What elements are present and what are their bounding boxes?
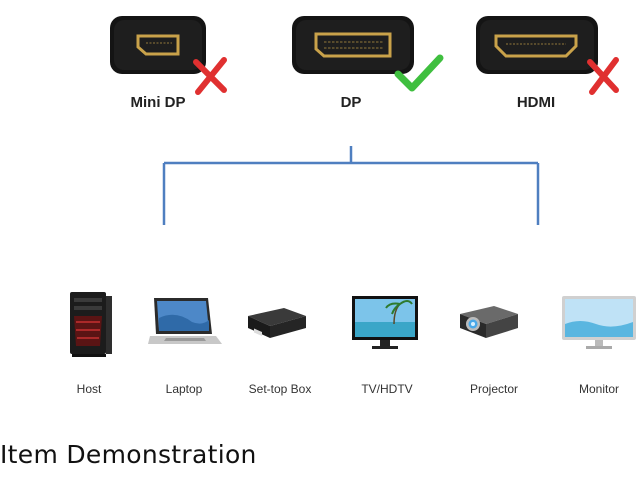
set-top-box-icon [248, 308, 306, 338]
green-check-icon [394, 54, 444, 92]
device-label-monitor: Monitor [578, 382, 619, 396]
page-caption: Item Demonstration [0, 440, 257, 469]
connector-label-dp: DP [340, 94, 362, 111]
device-label-set-top-box: Set-top Box [248, 382, 312, 396]
connector-hdmi [476, 16, 619, 95]
laptop-icon [148, 298, 222, 344]
connection-tree [162, 146, 540, 225]
connector-label-hdmi: HDMI [516, 94, 556, 111]
device-label-tv-hdtv: TV/HDTV [361, 382, 413, 396]
device-label-host: Host [76, 382, 102, 396]
device-label-projector: Projector [469, 382, 519, 396]
connector-dp [292, 16, 444, 92]
tv-icon [352, 296, 418, 349]
connector-mini-dp [110, 16, 227, 95]
red-x-icon [587, 57, 619, 95]
monitor-icon [562, 296, 636, 349]
device-label-laptop: Laptop [165, 382, 203, 396]
connector-label-mini-dp: Mini DP [130, 94, 186, 111]
red-x-icon [193, 57, 227, 95]
pc-tower-icon [70, 292, 112, 357]
projector-icon [460, 306, 518, 338]
